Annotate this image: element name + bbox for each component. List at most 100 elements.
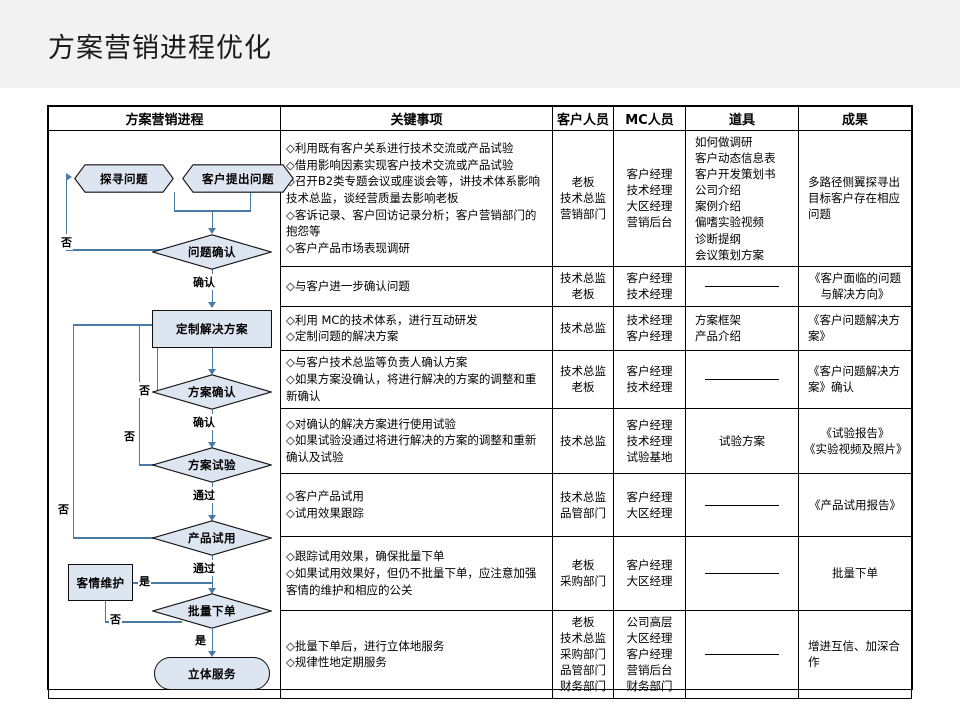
conn-bo-no-v bbox=[105, 601, 107, 623]
key-line: ◇客户产品试用 bbox=[286, 489, 364, 504]
key-line: ◇试用效果跟踪 bbox=[286, 505, 364, 520]
cell-tools bbox=[685, 349, 799, 409]
flow-node-label: 方案确认 bbox=[188, 385, 236, 400]
edge-label-pass-product: 通过 bbox=[192, 560, 216, 577]
conn-raise-down bbox=[250, 192, 252, 211]
cell-mc-staff: 客户经理 大区经理 bbox=[613, 535, 686, 611]
edge-label-yes-bulk: 是 bbox=[194, 632, 207, 649]
cell-customer-staff: 老板 技术总监 采购部门 品管部门 财务部门 bbox=[552, 609, 614, 699]
edge-label-no-product: 否 bbox=[57, 501, 70, 518]
flow-node-bulk-order[interactable]: 批量下单 bbox=[152, 593, 272, 630]
staff-line: 技术总监 bbox=[560, 364, 606, 379]
staff-line: 采购部门 bbox=[560, 647, 606, 662]
flow-node-problem-confirm[interactable]: 问题确认 bbox=[152, 234, 272, 271]
table-row: ◇客户产品试用 ◇试用效果跟踪 技术总监 品管部门 客户经理 大区经理 bbox=[49, 472, 912, 537]
staff-line: 大区经理 bbox=[626, 574, 673, 589]
tool-line: 方案框架 bbox=[695, 313, 741, 328]
key-line: ◇规律性地定期服务 bbox=[286, 655, 387, 670]
cell-tools bbox=[685, 472, 799, 537]
empty-dash bbox=[705, 379, 779, 381]
hexagon-shape-explore bbox=[74, 164, 174, 194]
diamond-shape-solution-trial bbox=[152, 447, 272, 484]
key-line: ◇如果方案没确认，将进行解决的方案的调整和重新确认 bbox=[286, 371, 537, 403]
header-tools: 道具 bbox=[685, 106, 799, 131]
staff-line: 公司高层 bbox=[626, 615, 673, 630]
diamond-shape-problem-confirm bbox=[152, 234, 272, 271]
flow-node-customer-raise[interactable]: 客户提出问题 bbox=[182, 164, 294, 194]
cell-customer-staff: 老板 技术总监 营销部门 bbox=[552, 130, 614, 267]
key-line: ◇与客户进一步确认问题 bbox=[286, 278, 410, 293]
flow-node-explore[interactable]: 探寻问题 bbox=[74, 164, 174, 194]
table-row: ◇与客户进一步确认问题 技术总监 老板 客户经理 技术经理 《客户面临的问题与 bbox=[49, 265, 912, 307]
staff-line: 客户经理 bbox=[626, 364, 673, 379]
conn-bo-down bbox=[212, 629, 214, 654]
staff-line: 大区经理 bbox=[626, 505, 673, 520]
flow-node-label: 批量下单 bbox=[188, 604, 236, 619]
cell-mc-staff: 技术经理 客户经理 bbox=[613, 305, 686, 351]
result-line: 批量下单 bbox=[832, 566, 878, 581]
edge-label-no-bulk: 否 bbox=[109, 611, 122, 628]
cell-key-items: ◇利用既有客户关系进行技术交流或产品试验 ◇借用影响因素实现客户技术交流或产品试… bbox=[280, 130, 553, 267]
cell-result: 《客户面临的问题与解决方向》 bbox=[798, 265, 912, 307]
flow-node-label: 方案试验 bbox=[188, 458, 236, 473]
cell-customer-staff: 技术总监 老板 bbox=[552, 349, 614, 409]
result-line: 《客户问题解决方案》 bbox=[808, 313, 900, 344]
staff-line: 采购部门 bbox=[560, 574, 606, 589]
key-line: ◇客户产品市场表现调研 bbox=[286, 241, 410, 256]
cell-tools bbox=[685, 535, 799, 611]
flow-node-solution-trial[interactable]: 方案试验 bbox=[152, 447, 272, 484]
flow-node-relation-maintain[interactable]: 客情维护 bbox=[68, 564, 133, 602]
staff-line: 老板 bbox=[571, 380, 595, 395]
title-band: 方案营销进程优化 bbox=[0, 0, 960, 88]
header-customer-staff: 客户人员 bbox=[552, 106, 614, 131]
staff-line: 营销后台 bbox=[626, 215, 673, 230]
table-header-row: 方案营销进程 关键事项 客户人员 MC人员 道具 成果 bbox=[48, 106, 912, 131]
result-line: 《试验报告》 bbox=[820, 425, 890, 440]
staff-line: 老板 bbox=[571, 287, 595, 302]
header-mc-staff: MC人员 bbox=[613, 106, 686, 131]
flow-node-solution-confirm[interactable]: 方案确认 bbox=[152, 374, 272, 411]
cell-mc-staff: 客户经理 技术经理 bbox=[613, 349, 686, 409]
flow-node-custom-solution[interactable]: 定制解决方案 bbox=[152, 310, 272, 349]
staff-line: 财务部门 bbox=[626, 679, 673, 694]
key-line: ◇客诉记录、客户回访记录分析；客户营销部门的抱怨等 bbox=[286, 207, 537, 239]
cell-key-items: ◇利用 MC的技术体系，进行互动研发 ◇定制问题的解决方案 bbox=[280, 305, 553, 351]
table-row: ◇批量下单后，进行立体地服务 ◇规律性地定期服务 老板 技术总监 采购部门 品管… bbox=[49, 609, 912, 699]
tool-line: 客户动态信息表 bbox=[695, 151, 776, 166]
flow-node-product-trial[interactable]: 产品试用 bbox=[152, 520, 272, 557]
flow-node-label: 产品试用 bbox=[188, 531, 236, 546]
cell-customer-staff: 技术总监 品管部门 bbox=[552, 472, 614, 537]
empty-dash bbox=[705, 286, 779, 288]
cell-tools bbox=[685, 265, 799, 307]
cell-result: 《产品试用报告》 bbox=[798, 472, 912, 537]
conn-merge-down bbox=[212, 210, 214, 231]
staff-line: 技术经理 bbox=[626, 380, 673, 395]
conn-sc-no-v bbox=[157, 324, 159, 392]
staff-line: 技术经理 bbox=[626, 287, 673, 302]
key-line: ◇批量下单后，进行立体地服务 bbox=[286, 638, 445, 653]
cell-result: 《客户问题解决方案》确认 bbox=[798, 349, 912, 409]
cell-customer-staff: 老板 采购部门 bbox=[552, 535, 614, 611]
process-table-grid: 方案营销进程 关键事项 客户人员 MC人员 道具 成果 bbox=[48, 106, 912, 699]
cell-customer-staff: 技术总监 老板 bbox=[552, 265, 614, 307]
staff-line: 客户经理 bbox=[626, 271, 673, 286]
arrow-to-full-service bbox=[207, 651, 216, 658]
cell-mc-staff: 客户经理 技术经理 试验基地 bbox=[613, 407, 686, 474]
staff-line: 技术总监 bbox=[560, 433, 606, 448]
staff-line: 技术总监 bbox=[560, 321, 606, 336]
header-process: 方案营销进程 bbox=[48, 106, 281, 131]
conn-explore-down bbox=[174, 192, 176, 211]
edge-label-confirm-solution: 确认 bbox=[192, 414, 216, 431]
staff-line: 品管部门 bbox=[560, 505, 606, 520]
tool-line: 偏嗜实验视频 bbox=[695, 215, 764, 230]
arrow-to-product-trial bbox=[207, 515, 216, 522]
cell-customer-staff: 技术总监 bbox=[552, 407, 614, 474]
flow-node-label: 立体服务 bbox=[188, 666, 236, 681]
flow-node-full-service[interactable]: 立体服务 bbox=[154, 657, 270, 691]
cell-key-items: ◇对确认的解决方案进行使用试验 ◇如果试验没通过将进行解决的方案的调整和重新确认… bbox=[280, 407, 553, 474]
staff-line: 老板 bbox=[571, 175, 595, 190]
key-line: ◇利用 MC的技术体系，进行互动研发 bbox=[286, 312, 478, 327]
flow-node-label: 定制解决方案 bbox=[176, 322, 248, 337]
staff-line: 技术总监 bbox=[560, 631, 606, 646]
